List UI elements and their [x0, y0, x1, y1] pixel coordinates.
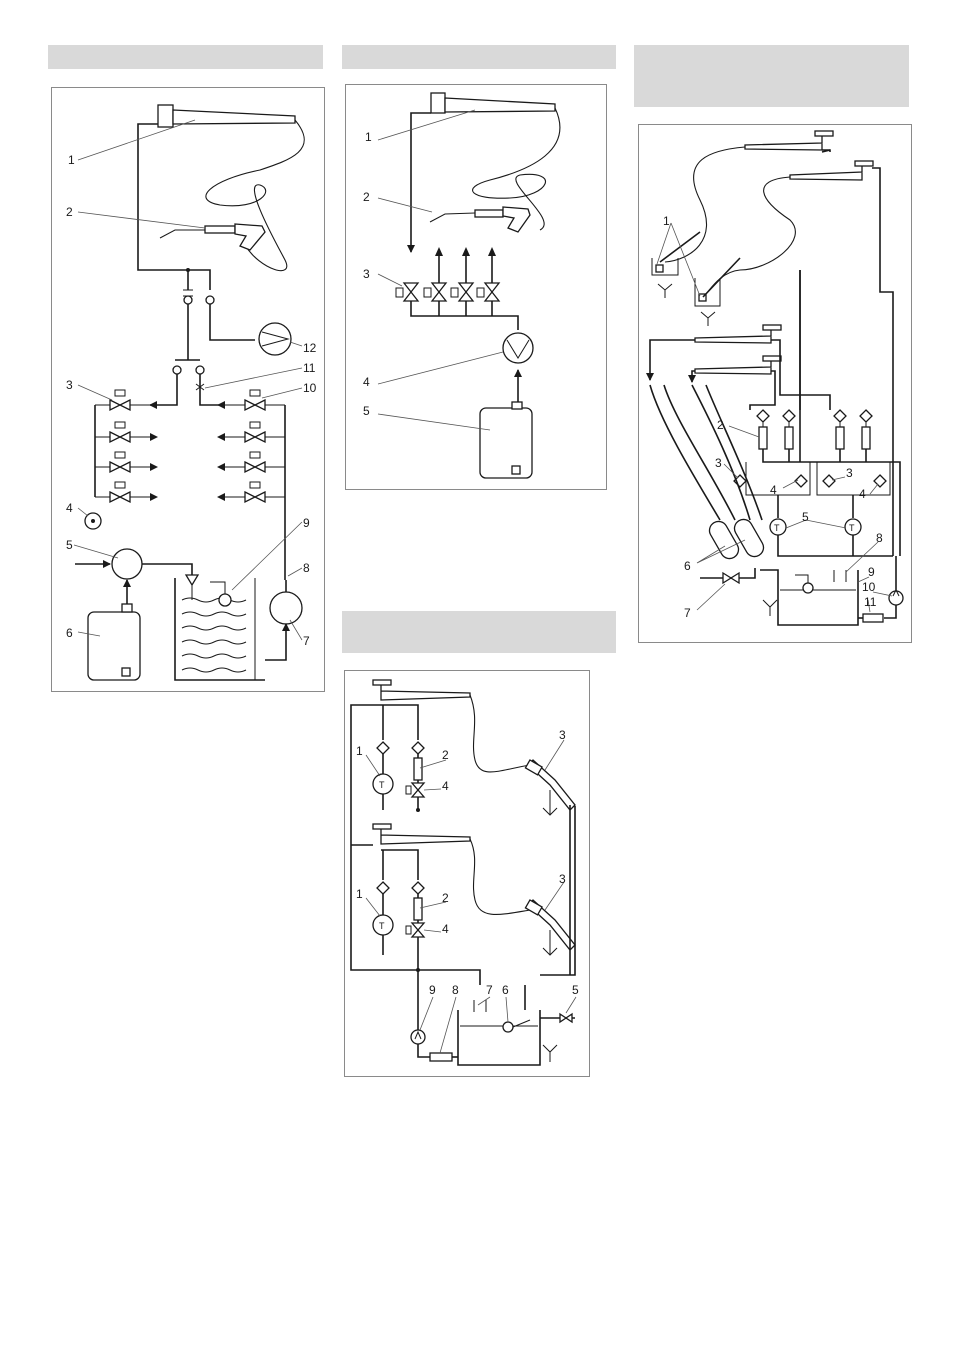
diagram-2-labels: 1 2 3 4 5 [363, 130, 372, 418]
d1-label-8: 8 [303, 561, 310, 575]
d3-label-4b: 4 [859, 487, 866, 501]
d3-label-9: 9 [868, 565, 875, 579]
d1-label-12: 12 [303, 341, 317, 355]
diagram-4: T T [351, 680, 576, 1065]
d4-label-4b: 4 [442, 922, 449, 936]
d3-label-8: 8 [876, 531, 883, 545]
svg-text:T: T [379, 780, 385, 790]
d3-label-1: 1 [663, 214, 670, 228]
d4-label-1b: 1 [356, 887, 363, 901]
svg-text:T: T [379, 921, 385, 931]
d3-label-6: 6 [684, 559, 691, 573]
d3-label-3a: 3 [715, 456, 722, 470]
d4-label-2b: 2 [442, 891, 449, 905]
d1-label-10: 10 [303, 381, 317, 395]
d1-label-9: 9 [303, 516, 310, 530]
d1-label-6: 6 [66, 626, 73, 640]
d2-label-1: 1 [365, 130, 372, 144]
d4-label-9: 9 [429, 983, 436, 997]
d4-label-4a: 4 [442, 779, 449, 793]
d4-label-3a: 3 [559, 728, 566, 742]
d4-label-3b: 3 [559, 872, 566, 886]
d4-label-8: 8 [452, 983, 459, 997]
d2-label-4: 4 [363, 375, 370, 389]
d3-label-2: 2 [717, 418, 724, 432]
d4-label-7: 7 [486, 983, 493, 997]
d1-label-2: 2 [66, 205, 73, 219]
diagram-1 [74, 105, 304, 680]
diagram-2 [378, 93, 560, 478]
d1-label-5: 5 [66, 538, 73, 552]
d4-label-1a: 1 [356, 744, 363, 758]
d2-label-5: 5 [363, 404, 370, 418]
d3-label-4a: 4 [770, 483, 777, 497]
d1-label-3: 3 [66, 378, 73, 392]
diagram-3: T T [650, 131, 903, 625]
svg-text:T: T [774, 523, 780, 533]
d3-label-11: 11 [864, 595, 877, 609]
d1-label-4: 4 [66, 501, 73, 515]
d1-label-1: 1 [68, 153, 75, 167]
d2-label-3: 3 [363, 267, 370, 281]
d3-label-5: 5 [802, 510, 809, 524]
diagram-3-labels: 1 2 3 3 4 4 5 6 7 8 9 10 11 [663, 214, 883, 620]
d1-label-7: 7 [303, 634, 310, 648]
svg-text:T: T [849, 523, 855, 533]
d3-label-7: 7 [684, 606, 691, 620]
d2-label-2: 2 [363, 190, 370, 204]
d3-label-3b: 3 [846, 466, 853, 480]
d4-label-2a: 2 [442, 748, 449, 762]
d4-label-5: 5 [572, 983, 579, 997]
d1-label-11: 11 [303, 361, 316, 375]
diagram-4-labels: 1 2 3 4 1 2 3 4 9 8 7 6 5 [356, 728, 579, 997]
d4-label-6: 6 [502, 983, 509, 997]
d3-label-10: 10 [862, 580, 876, 594]
